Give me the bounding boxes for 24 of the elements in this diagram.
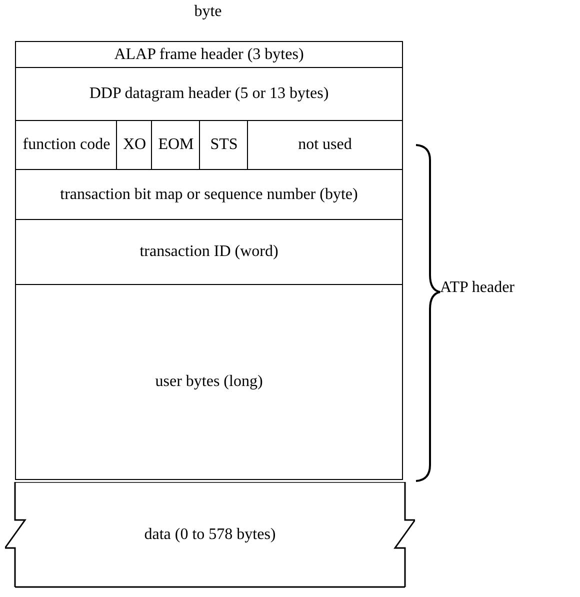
field-label: not used — [298, 135, 352, 156]
field-label: EOM — [158, 135, 194, 156]
bit-field-box — [199, 120, 249, 171]
field-label: transaction bit map or sequence number (byte) — [60, 184, 358, 205]
bit-field-box — [151, 120, 201, 171]
field-label: STS — [210, 135, 238, 156]
bit-field-box — [15, 120, 118, 171]
field-box — [15, 41, 403, 69]
field-label: data (0 to 578 bytes) — [144, 524, 276, 545]
field-box — [15, 169, 403, 221]
field-label: function code — [22, 135, 110, 156]
field-box — [15, 67, 403, 122]
bracket-label: ATP header — [440, 279, 514, 297]
data-field-box — [5, 482, 415, 588]
field-box — [15, 284, 403, 480]
field-label: ALAP frame header (3 bytes) — [114, 44, 304, 65]
field-label: XO — [122, 135, 146, 156]
field-label: DDP datagram header (5 or 13 bytes) — [89, 84, 329, 104]
field-label: user bytes (long) — [155, 372, 263, 392]
field-box — [15, 219, 403, 286]
field-label: transaction ID (word) — [140, 242, 278, 262]
bit-field-box — [116, 120, 153, 171]
column-heading: byte — [194, 3, 222, 21]
bit-field-box — [247, 120, 403, 171]
